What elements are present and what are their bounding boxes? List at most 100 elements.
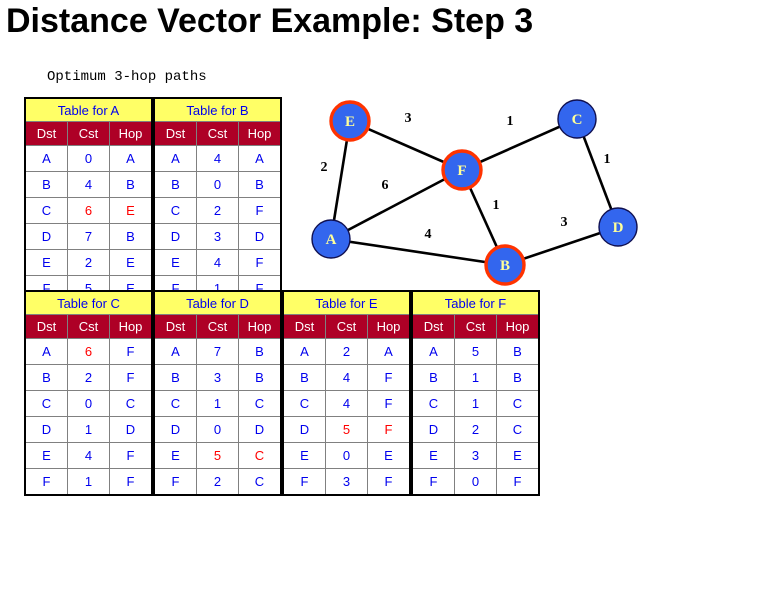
node-label-e: E (345, 114, 355, 130)
edge-weight-b-d: 3 (561, 215, 568, 230)
cell-cst: 4 (325, 364, 368, 391)
cell-hop: C (238, 390, 282, 417)
cell-dst: E (153, 442, 197, 469)
cell-cst: 1 (454, 390, 497, 417)
cell-cst: 6 (67, 197, 110, 224)
cell-cst: 2 (67, 249, 110, 276)
table-title: Table for F (411, 290, 540, 315)
graph-node-f[interactable]: F (441, 149, 483, 191)
cell-hop: D (238, 416, 282, 443)
cell-cst: 7 (67, 223, 110, 250)
graph-node-b[interactable]: B (484, 244, 526, 286)
cell-hop: F (367, 468, 411, 496)
graph-node-e[interactable]: E (329, 100, 371, 142)
cell-cst: 0 (196, 171, 239, 198)
column-header-cst: Cst (196, 314, 239, 339)
table-title-row: Table for F (411, 290, 540, 315)
page-title: Distance Vector Example: Step 3 (6, 2, 534, 40)
table-title: Table for D (153, 290, 282, 315)
cell-hop: A (367, 338, 411, 365)
cell-hop: F (367, 364, 411, 391)
table-title-row: Table for E (282, 290, 411, 315)
cell-dst: C (24, 197, 68, 224)
cell-cst: 3 (325, 468, 368, 496)
cell-cst: 1 (196, 390, 239, 417)
cell-cst: 1 (454, 364, 497, 391)
cell-dst: B (153, 171, 197, 198)
cell-dst: D (153, 223, 197, 250)
cell-cst: 0 (454, 468, 497, 496)
cell-hop: A (238, 145, 282, 172)
cell-cst: 6 (67, 338, 110, 365)
cell-dst: E (411, 442, 455, 469)
cell-cst: 2 (196, 468, 239, 496)
graph-node-c[interactable]: C (557, 99, 597, 139)
cell-cst: 2 (196, 197, 239, 224)
cell-cst: 1 (67, 416, 110, 443)
cell-hop: C (496, 416, 540, 443)
cell-hop: F (367, 416, 411, 443)
graph-node-d[interactable]: D (598, 207, 638, 247)
table-title-row: Table for B (153, 97, 282, 122)
cell-cst: 3 (196, 364, 239, 391)
edge-weight-e-f: 3 (405, 111, 412, 126)
cell-dst: B (411, 364, 455, 391)
node-circle-d (598, 207, 638, 247)
cell-hop: E (496, 442, 540, 469)
cell-hop: E (109, 249, 153, 276)
cell-hop: C (238, 442, 282, 469)
cell-dst: F (153, 468, 197, 496)
column-header-dst: Dst (24, 314, 68, 339)
cell-cst: 2 (67, 364, 110, 391)
cell-hop: F (109, 364, 153, 391)
cell-hop: F (109, 442, 153, 469)
node-circle-c (557, 99, 597, 139)
edge-a-f (330, 168, 463, 241)
cell-hop: C (496, 390, 540, 417)
cell-dst: F (24, 468, 68, 496)
cell-dst: D (24, 416, 68, 443)
node-label-a: A (326, 232, 337, 248)
edge-f-c (461, 117, 578, 172)
cell-dst: F (411, 468, 455, 496)
cell-dst: A (282, 338, 326, 365)
table-title-row: Table for C (24, 290, 153, 315)
cell-hop: A (109, 145, 153, 172)
edge-weight-a-f: 6 (382, 178, 389, 193)
column-header-dst: Dst (24, 121, 68, 146)
column-header-hop: Hop (109, 121, 153, 146)
cell-cst: 5 (196, 442, 239, 469)
cell-dst: C (153, 390, 197, 417)
cell-hop: B (109, 223, 153, 250)
node-label-f: F (457, 163, 466, 179)
column-header-cst: Cst (325, 314, 368, 339)
cell-cst: 1 (67, 468, 110, 496)
cell-hop: F (238, 197, 282, 224)
cell-cst: 2 (325, 338, 368, 365)
cell-cst: 4 (196, 145, 239, 172)
graph-node-a[interactable]: A (311, 219, 351, 259)
cell-dst: C (24, 390, 68, 417)
cell-dst: D (282, 416, 326, 443)
node-circle-a (311, 219, 351, 259)
